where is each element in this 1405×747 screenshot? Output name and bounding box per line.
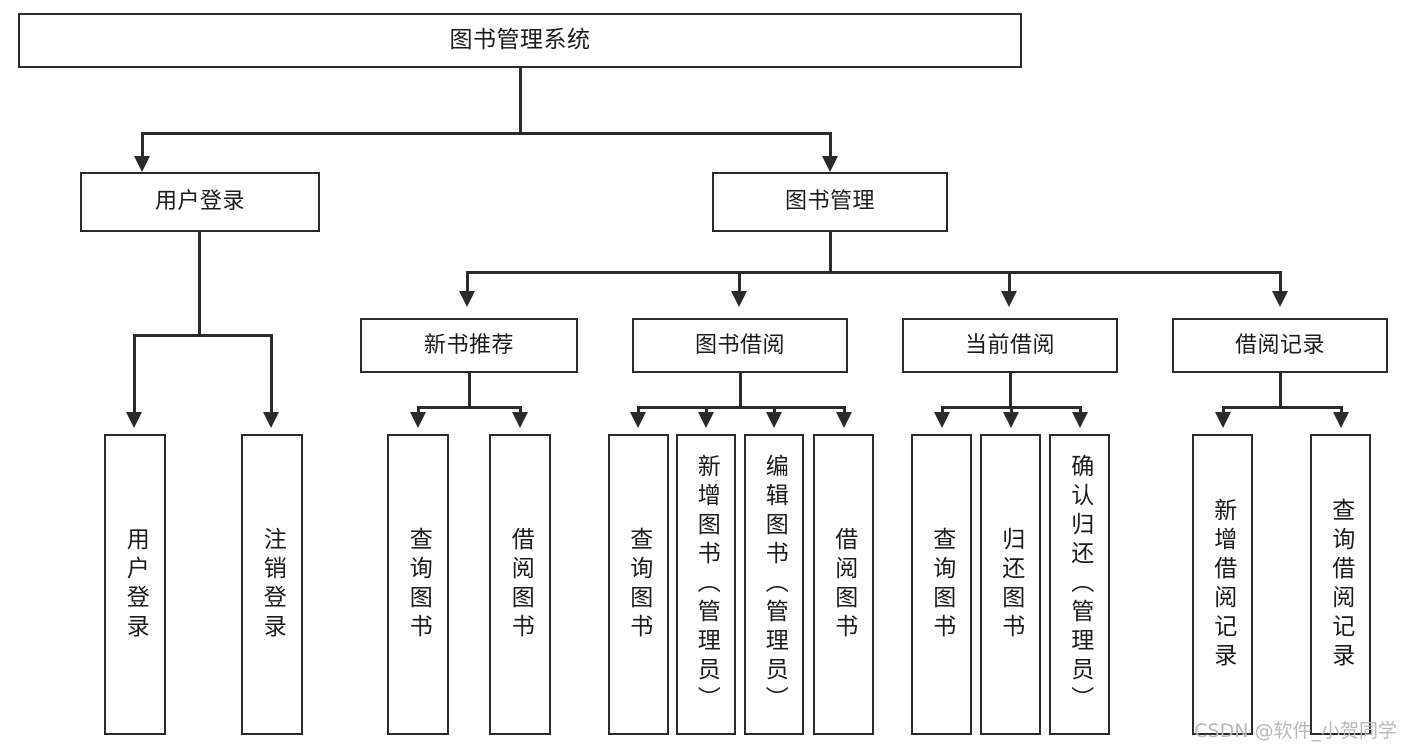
arrow-root-to-book-management [822,156,838,172]
leaf-query-borrow-record[interactable]: 查询借阅记录 [1310,434,1371,735]
node-label: 查询图书 [405,526,432,643]
edge-cb-stem [1009,373,1012,409]
edge-root-stem [519,68,522,134]
arrow-bm-to-book-borrow [731,291,747,307]
leaf-query-books-bb[interactable]: 查询图书 [608,434,669,735]
edge-user-login-stem [198,232,201,336]
node-user-login[interactable]: 用户登录 [80,172,320,232]
arrow-cb-to-leaf-2 [1003,412,1019,428]
node-label: 编辑图书（管理员） [761,454,788,715]
leaf-borrow-books-nbr[interactable]: 借阅图书 [489,434,551,735]
leaf-add-borrow-record[interactable]: 新增借阅记录 [1192,434,1253,735]
edge-nbr-split-bar [417,406,521,409]
arrow-bb-to-leaf-3 [766,412,782,428]
node-label: 图书借阅 [694,332,785,358]
node-borrowing-record[interactable]: 借阅记录 [1172,318,1388,373]
edge-nbr-to-leaf-2 [519,406,522,414]
edge-bb-split-bar [637,406,845,409]
edge-user-login-split-bar [133,334,272,337]
leaf-confirm-return-admin[interactable]: 确认归还（管理员） [1049,434,1110,735]
edge-br-to-leaf-1 [1222,406,1225,414]
edge-nbr-to-leaf-1 [417,406,420,414]
node-book-borrowing[interactable]: 图书借阅 [632,318,848,373]
arrow-bb-to-leaf-2 [698,412,714,428]
arrow-bm-to-current-borrow [1001,291,1017,307]
leaf-return-books[interactable]: 归还图书 [980,434,1041,735]
node-label: 查询借阅记录 [1327,497,1354,672]
node-label: 用户登录 [154,189,245,215]
node-label: 归还图书 [997,526,1024,643]
node-label: 借阅记录 [1234,332,1325,358]
edge-bb-to-leaf-4 [843,406,846,414]
edge-root-to-book-management [829,132,832,158]
node-label: 查询图书 [928,526,955,643]
edge-bm-to-borrow-record [1279,271,1282,293]
arrow-nbr-to-leaf-2 [512,412,528,428]
node-label: 新增图书（管理员） [693,454,720,715]
edge-root-to-user-login [141,132,144,158]
leaf-logout[interactable]: 注销登录 [241,434,303,735]
edge-br-to-leaf-2 [1340,406,1343,414]
arrow-bb-to-leaf-1 [630,412,646,428]
edge-cb-to-leaf-3 [1079,406,1082,414]
arrow-user-login-to-leaf-2 [263,412,279,428]
leaf-user-login[interactable]: 用户登录 [104,434,166,735]
edge-cb-to-leaf-2 [1010,406,1013,414]
arrow-root-to-user-login [134,156,150,172]
arrow-bm-to-borrow-record [1272,291,1288,307]
edge-bm-to-new-book-rec [466,271,469,293]
edge-cb-to-leaf-1 [941,406,944,414]
leaf-edit-book-admin[interactable]: 编辑图书（管理员） [744,434,804,735]
node-label: 图书管理 [784,189,875,215]
arrow-cb-to-leaf-3 [1072,412,1088,428]
node-label: 借阅图书 [507,526,534,643]
arrow-br-to-leaf-2 [1333,412,1349,428]
node-label: 确认归还（管理员） [1066,454,1093,715]
node-label: 用户登录 [122,526,149,643]
leaf-borrow-books-bb[interactable]: 借阅图书 [813,434,874,735]
node-label: 查询图书 [625,526,652,643]
node-label: 新书推荐 [423,332,514,358]
edge-bm-to-current-borrow [1008,271,1011,293]
arrow-user-login-to-leaf-1 [126,412,142,428]
edge-br-stem [1279,373,1282,409]
node-book-management[interactable]: 图书管理 [712,172,948,232]
edge-br-split-bar [1222,406,1340,409]
node-label: 图书管理系统 [449,27,591,54]
arrow-br-to-leaf-1 [1215,412,1231,428]
edge-bb-to-leaf-2 [705,406,708,414]
edge-book-management-stem [829,232,832,274]
edge-user-login-to-leaf-2 [270,334,273,414]
arrow-cb-to-leaf-1 [934,412,950,428]
edge-user-login-to-leaf-1 [133,334,136,414]
edge-nbr-stem [468,373,471,409]
edge-book-management-split-bar [466,271,1282,274]
node-label: 借阅图书 [830,526,857,643]
node-new-book-recommendation[interactable]: 新书推荐 [360,318,578,373]
node-label: 注销登录 [259,526,286,643]
leaf-add-book-admin[interactable]: 新增图书（管理员） [676,434,736,735]
edge-bb-stem [739,373,742,409]
edge-root-split-bar [141,132,831,135]
arrow-bm-to-new-book-rec [459,291,475,307]
leaf-query-books-nbr[interactable]: 查询图书 [387,434,449,735]
node-root-book-management-system[interactable]: 图书管理系统 [18,13,1022,68]
edge-bb-to-leaf-1 [637,406,640,414]
edge-bb-to-leaf-3 [773,406,776,414]
arrow-bb-to-leaf-4 [836,412,852,428]
watermark-text: CSDN @软件_小贺同学 [1194,720,1397,742]
leaf-query-books-cb[interactable]: 查询图书 [911,434,972,735]
node-current-borrowing[interactable]: 当前借阅 [902,318,1118,373]
edge-bm-to-book-borrow [738,271,741,293]
node-label: 当前借阅 [964,332,1055,358]
node-label: 新增借阅记录 [1209,497,1236,672]
arrow-nbr-to-leaf-1 [410,412,426,428]
